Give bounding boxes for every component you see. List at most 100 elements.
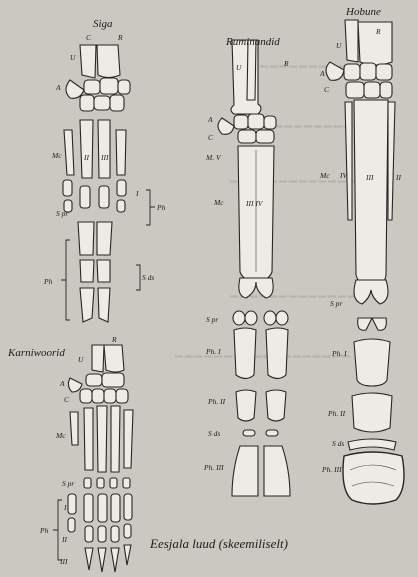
pig-label-a: A	[55, 83, 61, 92]
carn-label-c: C	[64, 395, 70, 404]
carn-claw-iv	[111, 548, 119, 572]
carn-phalanx-ii-2	[85, 526, 93, 542]
rum-label-spr: S pr	[206, 315, 218, 324]
carn-carpal-2	[102, 373, 124, 387]
pig-side-phalanx-4	[117, 200, 125, 212]
pig-carpal-1	[84, 80, 100, 94]
rum-carpal-4	[238, 130, 256, 143]
rum-phalanx-1-left	[234, 328, 256, 379]
carn-claw-ii	[85, 548, 93, 570]
rum-carpal-5	[256, 130, 274, 143]
carn-label-mc: Mc	[55, 431, 66, 440]
carn-sesamoid-2	[97, 478, 104, 488]
carn-carpal-1	[86, 374, 102, 386]
horse-carpal-2	[360, 63, 376, 80]
horse-sesamoid-2	[372, 318, 386, 330]
horse-label-ph-ii: Ph. II	[327, 409, 346, 418]
pig-label-r: R	[117, 33, 123, 42]
rum-label-r: R	[283, 59, 289, 68]
horse-splint-iv	[345, 102, 352, 220]
rum-label-ph-i: Ph. I	[205, 347, 221, 356]
figure-caption: Eesjala luud (skeemiliselt)	[149, 536, 288, 551]
rum-sesamoid-4	[276, 311, 288, 325]
horse-navicular	[348, 439, 396, 450]
rum-label-ph-ii: Ph. II	[207, 397, 226, 406]
carn-carpal-5	[104, 389, 116, 403]
rum-condyles	[239, 278, 273, 298]
rum-accessory-carpal	[218, 118, 234, 134]
rum-distal-sesamoid-1	[243, 430, 255, 436]
horse-label-a: A	[319, 69, 325, 78]
carn-sesamoid-3	[110, 478, 117, 488]
carn-label-r: R	[111, 335, 117, 344]
pig-metacarpal-v	[116, 130, 126, 175]
carn-carpal-4	[92, 389, 104, 403]
carn-ph-bracket	[53, 500, 62, 560]
pig-ph-bracket	[146, 190, 155, 225]
carn-label-i: I	[63, 503, 67, 512]
pig-metacarpal-iii	[80, 120, 93, 178]
pig-label-i: I	[135, 189, 139, 198]
horse-skeleton	[326, 20, 404, 504]
horse-carpal-3	[376, 64, 392, 80]
pig-ph-lower-bracket	[61, 240, 70, 320]
carn-label-ii: II	[61, 535, 67, 544]
carn-sesamoid-1	[84, 478, 91, 488]
horse-label-ph-iii: Ph. III	[321, 465, 342, 474]
horse-label-iii: III	[365, 173, 374, 182]
rum-phalanx-3-left	[232, 446, 258, 496]
horse-carpal-4	[346, 82, 364, 98]
rum-sesamoid-3	[264, 311, 276, 325]
horse-cannon-bone	[354, 100, 388, 288]
horse-label-mc: Mc	[319, 171, 330, 180]
pig-phalanx-2a	[80, 260, 94, 282]
pig-phalanx-3b	[98, 288, 110, 322]
carn-phalanx-v-1	[124, 494, 132, 520]
horse-carpal-5	[364, 82, 380, 98]
carn-metacarpal-v	[124, 410, 133, 468]
carn-phalanx-i-1	[68, 494, 76, 514]
rum-radius	[231, 40, 261, 114]
horse-sesamoid-1	[358, 318, 372, 330]
horse-coffin-bone	[343, 452, 404, 504]
horse-label-r: R	[375, 27, 381, 36]
horse-phalanx-2	[352, 393, 392, 432]
pig-heading: Siga	[93, 18, 113, 30]
pig-carpal-5	[94, 96, 110, 110]
carn-phalanx-iv-1	[111, 494, 120, 522]
horse-label-sds: S ds	[332, 439, 344, 448]
pig-label-sds: S ds	[142, 273, 154, 282]
ruminant-skeleton	[218, 40, 290, 496]
carn-carpal-6	[116, 389, 128, 403]
carn-metacarpal-ii	[84, 408, 93, 470]
pig-phalanx-2b	[97, 260, 110, 282]
carn-label-spr: S pr	[62, 479, 74, 488]
carn-phalanx-iii-2	[98, 526, 106, 542]
pig-carpal-4	[80, 95, 94, 111]
horse-label-spr: S pr	[330, 299, 342, 308]
pig-ulna	[80, 45, 96, 78]
horse-splint-ii	[388, 102, 395, 220]
rum-carpal-2	[248, 114, 264, 129]
pig-label-ph: Ph	[156, 203, 166, 212]
carnivore-heading: Karniwoorid	[7, 347, 65, 359]
pig-side-phalanx-2	[117, 180, 126, 196]
horse-carpal-6	[380, 82, 392, 98]
horse-ulna	[345, 20, 358, 62]
pig-sds-bracket	[136, 265, 140, 290]
horse-carpal-1	[344, 64, 360, 80]
rum-label-sds: S ds	[208, 429, 220, 438]
pig-label-ph-lower: Ph	[43, 277, 53, 286]
pig-label-c: C	[86, 33, 92, 42]
horse-accessory-carpal	[326, 62, 344, 80]
rum-phalanx-3-right	[264, 446, 290, 496]
carn-label-u: U	[78, 355, 84, 364]
carn-phalanx-ii-1	[84, 494, 93, 522]
pig-phalanx-1b	[97, 222, 112, 255]
carn-radius	[104, 345, 124, 372]
carn-phalanx-v-2	[124, 524, 131, 538]
rum-label-c: C	[208, 133, 214, 142]
rum-label-ph-iii: Ph. III	[203, 463, 224, 472]
